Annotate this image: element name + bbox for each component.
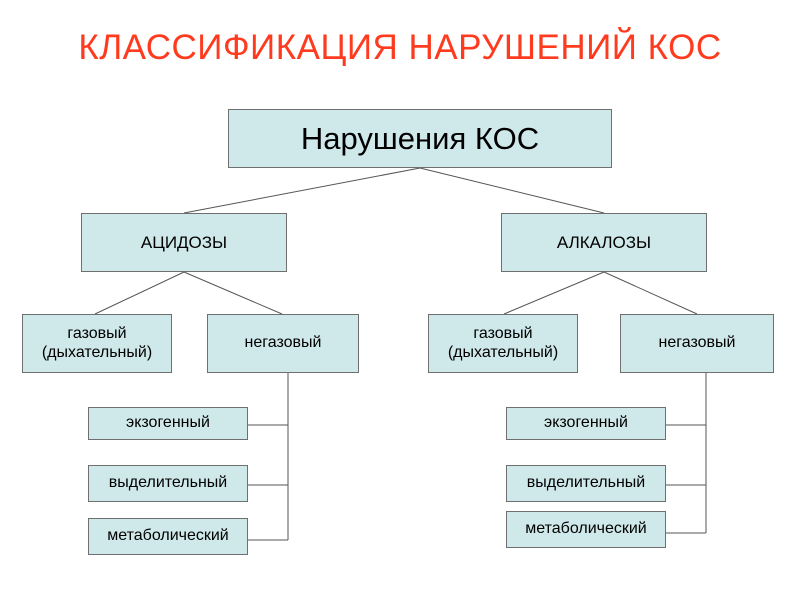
node-alkalosis-nongas: негазовый [620,314,774,373]
connector-root-alkalosis [419,167,605,214]
connector-root-acidosis [183,167,421,214]
node-acidosis-nongas: негазовый [207,314,359,373]
connector-alkalosis-nongas [603,271,698,315]
node-acidosis-excretory: выделительный [88,465,248,502]
node-alkalosis-exogenous: экзогенный [506,407,666,440]
connector-alkalosis-gas [503,271,605,315]
node-alkalosis-gas: газовый (дыхательный) [428,314,578,373]
node-acidosis-metabolic: метаболический [88,518,248,555]
node-acidosis-exogenous: экзогенный [88,407,248,440]
page-title: КЛАССИФИКАЦИЯ НАРУШЕНИЙ КОС [78,28,722,67]
connector-acidosis-gas [94,271,185,315]
node-alkalosis-metabolic: метаболический [506,511,666,548]
connector-acidosis-nongas [183,271,283,315]
node-alkalosis-excretory: выделительный [506,465,666,502]
node-alkalosis: АЛКАЛОЗЫ [501,213,707,272]
node-acidosis-gas: газовый (дыхательный) [22,314,172,373]
node-acidosis: АЦИДОЗЫ [81,213,287,272]
node-root: Нарушения КОС [228,109,612,168]
